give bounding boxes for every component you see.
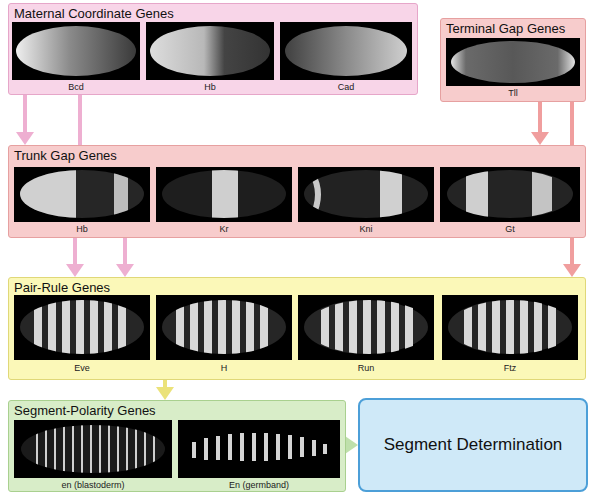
- arrow-line: [23, 95, 27, 133]
- gene-label: en (blastoderm): [61, 480, 124, 490]
- panel-title: Pair-Rule Genes: [14, 280, 110, 295]
- stage-panel: Trunk Gap GenesHb Kr Kni Gt: [8, 145, 586, 238]
- stage-panel: Pair-Rule GenesEve H Run Ftz: [8, 277, 586, 380]
- stage-panel: Terminal Gap GenesTll: [440, 18, 586, 102]
- gene-label: Hb: [76, 224, 88, 234]
- stage-panel: Maternal Coordinate GenesBcd Hb Cad: [8, 3, 418, 95]
- flow-arrow: [16, 95, 34, 145]
- flow-arrow: [345, 436, 358, 454]
- flow-arrow: [531, 102, 549, 145]
- arrow-head: [345, 436, 358, 454]
- arrow-line: [163, 380, 167, 388]
- arrow-head: [156, 387, 174, 400]
- gene-label: Eve: [74, 363, 90, 373]
- panel-title: Terminal Gap Genes: [446, 21, 565, 36]
- arrow-head: [531, 132, 549, 145]
- box-label: Segment Determination: [384, 435, 563, 455]
- arrow-head: [66, 264, 84, 277]
- result-box: Segment Determination: [358, 398, 588, 492]
- gene-label: Cad: [338, 82, 355, 92]
- flow-arrow: [156, 380, 174, 400]
- gene-label: Hb: [204, 82, 216, 92]
- gene-label: Tll: [508, 88, 518, 98]
- arrow-head: [563, 264, 581, 277]
- gene-label: Kr: [220, 224, 229, 234]
- arrow-head: [116, 264, 134, 277]
- gene-label: H: [221, 363, 228, 373]
- arrow-line: [538, 102, 542, 133]
- arrow-line: [73, 238, 77, 265]
- panel-title: Segment-Polarity Genes: [14, 403, 156, 418]
- gene-label: Ftz: [504, 363, 517, 373]
- gene-label: Bcd: [68, 82, 84, 92]
- gene-label: Gt: [505, 224, 515, 234]
- panel-title: Trunk Gap Genes: [14, 148, 117, 163]
- stage-panel: Segment-Polarity Genes en (blastoderm) En …: [8, 400, 346, 492]
- gene-label: Kni: [359, 224, 372, 234]
- arrow-head: [16, 132, 34, 145]
- gene-label: En (germband): [229, 480, 289, 490]
- panel-title: Maternal Coordinate Genes: [14, 6, 174, 21]
- gene-label: Run: [358, 363, 375, 373]
- flow-arrow: [66, 238, 84, 277]
